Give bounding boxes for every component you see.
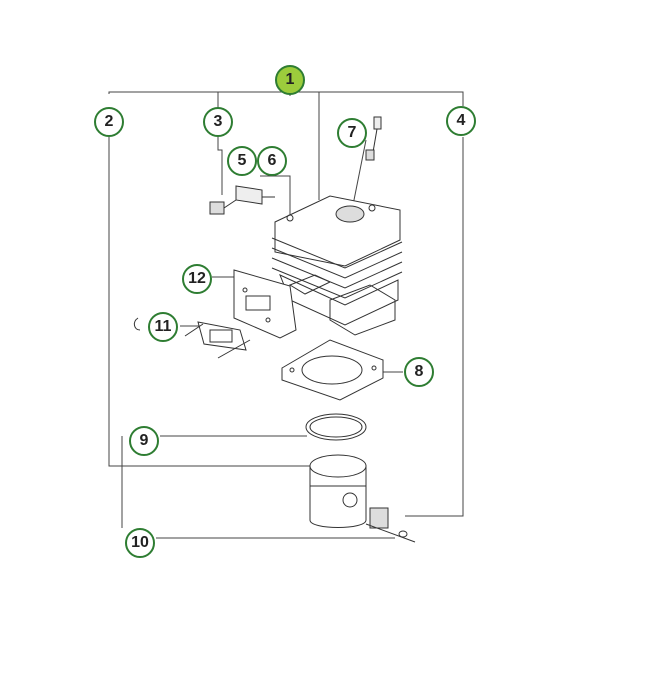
callout-1[interactable]: 1 (275, 65, 305, 95)
callout-3[interactable]: 3 (203, 107, 233, 137)
callout-2[interactable]: 2 (94, 107, 124, 137)
leader-line-4 (405, 137, 464, 517)
callout-12[interactable]: 12 (182, 264, 212, 294)
callout-5[interactable]: 5 (227, 146, 257, 176)
leader-line-7 (351, 139, 367, 211)
callout-7[interactable]: 7 (337, 118, 367, 148)
decompression-valve-part (209, 185, 275, 215)
leader-line-2 (108, 137, 310, 467)
leader-line-5-6 (260, 175, 291, 218)
intake-flange-part (233, 269, 297, 339)
callout-8[interactable]: 8 (404, 357, 434, 387)
cylinder-gasket-part (281, 339, 384, 401)
intake-gasket-part (133, 317, 251, 359)
callout-9[interactable]: 9 (129, 426, 159, 456)
callout-6[interactable]: 6 (257, 146, 287, 176)
bearing-part (365, 507, 416, 543)
callout-4[interactable]: 4 (446, 106, 476, 136)
cylinder-part (271, 195, 403, 336)
callout-10[interactable]: 10 (125, 528, 155, 558)
piston-ring-part (305, 413, 367, 441)
piston-part (309, 454, 367, 528)
callout-11[interactable]: 11 (148, 312, 178, 342)
spark-plug-part (365, 116, 382, 161)
leader-line-3b (217, 137, 223, 195)
